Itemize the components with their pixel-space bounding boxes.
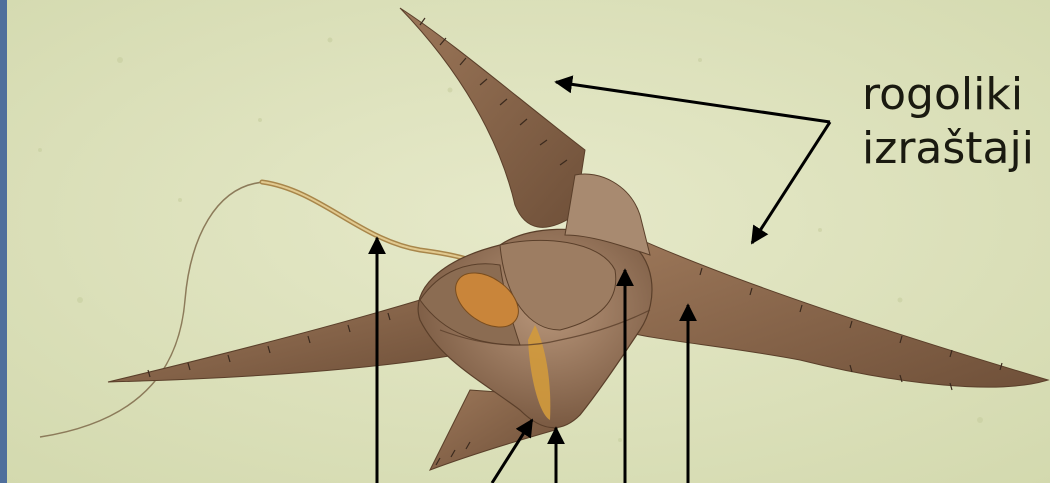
horn-label: rogoliki izraštaji bbox=[862, 68, 1042, 176]
label-line-2: izraštaji bbox=[862, 122, 1042, 176]
frame-edge bbox=[0, 0, 7, 483]
label-line-1: rogoliki bbox=[862, 68, 1042, 122]
